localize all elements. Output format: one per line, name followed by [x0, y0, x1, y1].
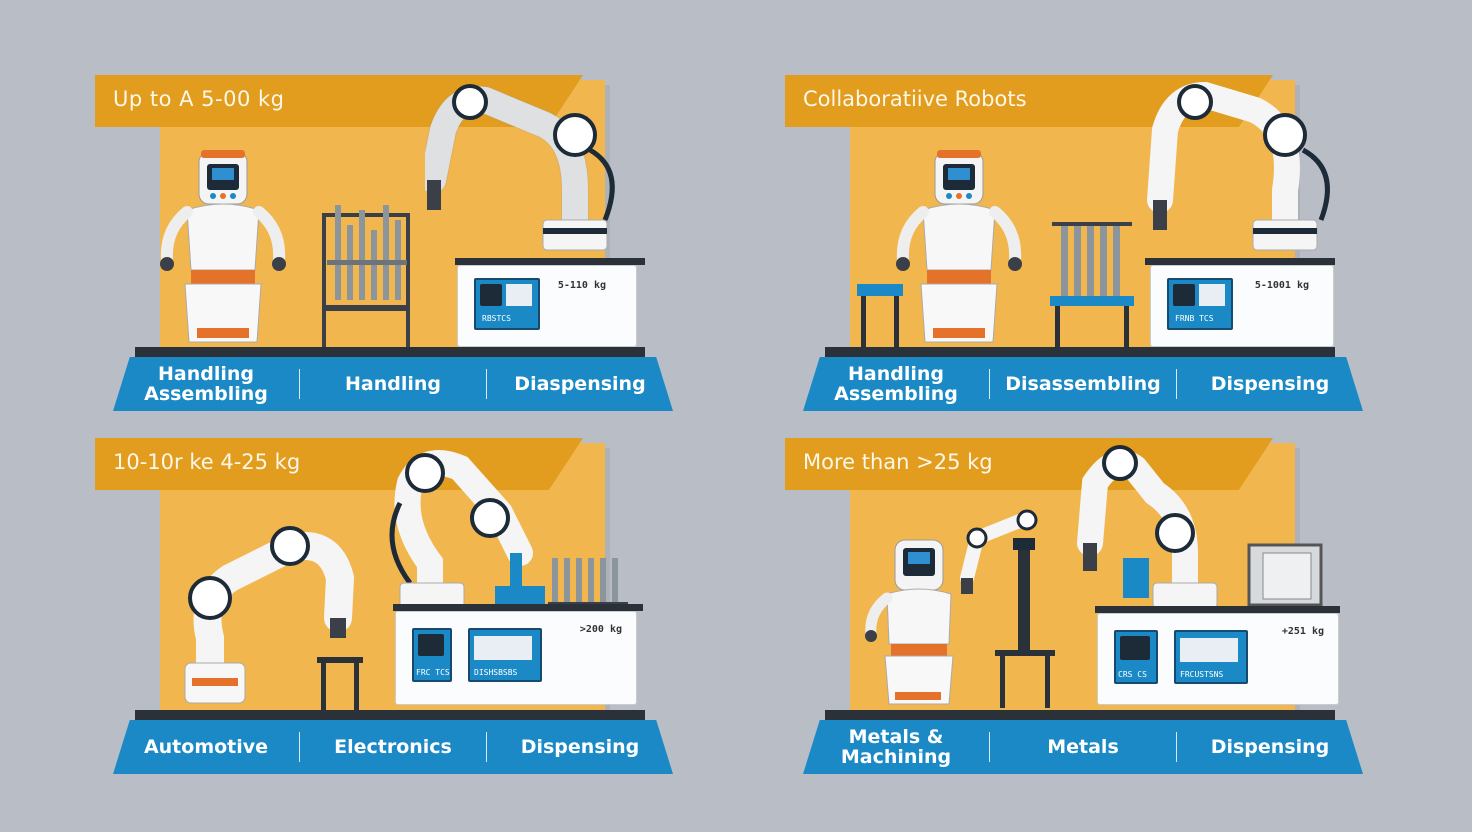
category-2: Electronics: [334, 736, 452, 758]
machine-payload-label: +251 kg: [1281, 626, 1324, 637]
category-ribbon: Handling Assembling Disassembling Dispen…: [803, 357, 1363, 411]
base-bar: [825, 347, 1335, 357]
machine-screen: FRNB TCS: [1167, 278, 1233, 330]
cabinet-icon: [1247, 543, 1323, 607]
side-table-icon: [857, 284, 903, 350]
category-1: Automotive: [143, 736, 269, 758]
humanoid-robot-icon: [896, 150, 1022, 343]
panel-title: Collaboratiive Robots: [803, 87, 1027, 111]
machine-top: [1145, 258, 1335, 265]
screen-label: FRNB TCS: [1175, 314, 1214, 323]
robot-arm-icon: [425, 84, 615, 251]
category-2: Disassembling: [1005, 373, 1161, 395]
workbench-icon: [495, 558, 628, 606]
panel-title: More than >25 kg: [803, 450, 993, 474]
category-ribbon: Handling Assembling Handling Diaspensing: [113, 357, 673, 411]
machine-screen: CRS CS: [1114, 630, 1158, 684]
workbench-icon: [322, 205, 410, 348]
control-panel-icon: CRS CS FRCUSTSNS +251 kg: [1097, 613, 1339, 705]
screen-label: CRS CS: [1118, 670, 1147, 679]
category-1: Handling Assembling: [144, 363, 268, 405]
panel-more-than-25: More than >25 kg: [785, 438, 1375, 783]
humanoid-robot-icon: [160, 150, 286, 343]
panel-title: Up to A 5-00 kg: [113, 87, 285, 111]
base-bar: [135, 710, 645, 720]
screen-label: RBSTCS: [482, 314, 511, 323]
machine-screen-2: FRCUSTSNS: [1174, 630, 1248, 684]
category-3: Diaspensing: [514, 373, 646, 395]
machine-screen-2: DISHSBSBS: [468, 628, 542, 682]
machine-payload-label: >200 kg: [579, 624, 622, 635]
robot-arm-icon: [960, 509, 1038, 594]
panel-title-banner: More than >25 kg: [785, 438, 1273, 490]
panel-payload-10-25: 10-10r ke 4-25 kg FRC TCS DISHSBSBS: [95, 438, 685, 783]
workbench-icon: [995, 538, 1055, 708]
machine-top: [455, 258, 645, 265]
control-panel-icon: FRC TCS DISHSBSBS >200 kg: [395, 611, 637, 705]
machine-top: [393, 604, 643, 611]
control-panel-icon: FRNB TCS 5-1001 kg: [1150, 265, 1334, 347]
category-2: Metals: [1047, 736, 1119, 758]
category-2: Handling: [344, 373, 441, 395]
category-1: Handling Assembling: [834, 363, 958, 405]
robot-arm-icon: [1077, 445, 1218, 609]
category-3: Dispensing: [1210, 736, 1330, 758]
humanoid-robot-icon: [865, 539, 954, 705]
panel-collaborative-robots: Collaboratiive Robots: [785, 75, 1375, 420]
category-3: Dispensing: [1210, 373, 1330, 395]
side-table-icon: [317, 657, 363, 713]
screen-label-2: FRCUSTSNS: [1180, 670, 1224, 679]
control-panel-icon: RBSTCS 5-110 kg: [457, 265, 637, 347]
robot-arm-icon: [389, 450, 533, 609]
workbench-icon: [1050, 222, 1134, 350]
base-bar: [135, 347, 645, 357]
panel-title-banner: 10-10r ke 4-25 kg: [95, 438, 583, 490]
category-3: Dispensing: [520, 736, 640, 758]
category-ribbon: Automotive Electronics Dispensing: [113, 720, 673, 774]
machine-payload-label: 5-110 kg: [557, 280, 606, 291]
robot-arm-icon: [184, 526, 355, 704]
category-ribbon: Metals & Machining Metals Dispensing: [803, 720, 1363, 774]
machine-top: [1095, 606, 1340, 613]
machine-payload-label: 5-1001 kg: [1254, 280, 1309, 291]
screen-label: FRC TCS: [416, 668, 450, 677]
robot-arm-icon: [1147, 81, 1330, 251]
panel-title: 10-10r ke 4-25 kg: [113, 450, 301, 474]
machine-screen: RBSTCS: [474, 278, 540, 330]
category-1: Metals & Machining: [840, 726, 952, 768]
screen-label-2: DISHSBSBS: [474, 668, 518, 677]
base-bar: [825, 710, 1335, 720]
panel-payload-up-to-500: Up to A 5-00 kg: [95, 75, 685, 420]
machine-screen: FRC TCS: [412, 628, 452, 682]
